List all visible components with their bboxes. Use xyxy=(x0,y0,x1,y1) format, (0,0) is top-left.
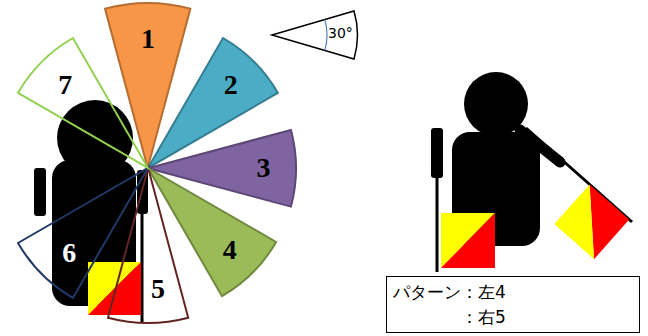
position-number: 3 xyxy=(256,154,270,182)
angle-arc xyxy=(325,20,327,51)
sector-outline xyxy=(18,168,148,298)
position-number: 6 xyxy=(62,239,76,267)
left-person xyxy=(34,100,148,322)
angle-wedge: 30° xyxy=(268,6,358,64)
pattern-box: パターン：左4：右5 xyxy=(386,276,640,333)
position-number: 2 xyxy=(224,71,238,99)
sector-outline xyxy=(108,168,188,323)
sector-outline xyxy=(148,168,276,296)
pattern-text: ：右5 xyxy=(393,305,633,330)
sector-shape xyxy=(15,35,151,171)
flag-position-sector: 6 xyxy=(15,165,151,301)
sector-shape xyxy=(15,165,151,301)
flag-position-sector: 7 xyxy=(15,35,151,171)
sector-outline xyxy=(18,38,148,168)
wedge-outline xyxy=(272,11,357,59)
right-person xyxy=(431,72,632,272)
position-number: 7 xyxy=(58,71,72,99)
flag-position-sector: 5 xyxy=(105,165,191,326)
sector-shape xyxy=(105,165,191,326)
position-number: 1 xyxy=(141,25,155,53)
angle-label: 30° xyxy=(328,26,353,41)
position-number: 5 xyxy=(151,275,165,303)
position-number: 4 xyxy=(223,236,237,264)
pattern-text: パターン：左4 xyxy=(393,280,633,305)
